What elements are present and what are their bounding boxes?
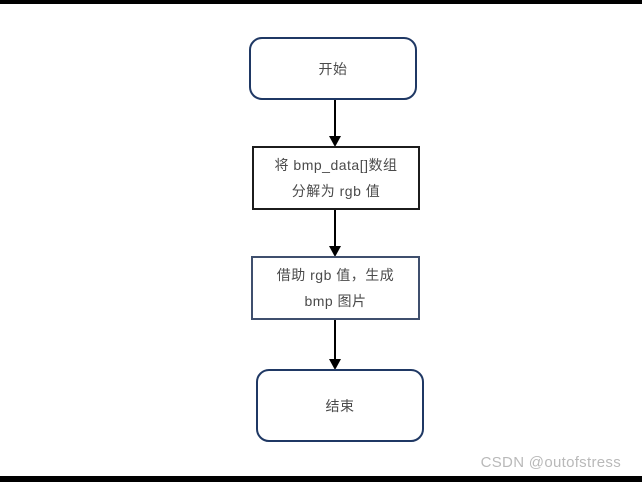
arrow-step2-to-end: [329, 320, 341, 370]
arrow-shaft: [334, 100, 336, 136]
node-decompose-line2: 分解为 rgb 值: [291, 183, 381, 199]
node-end-label: 结束: [325, 397, 355, 414]
node-generate-line2: bmp 图片: [304, 293, 367, 309]
node-decompose-line1: 将 bmp_data[]数组: [274, 157, 398, 173]
arrow-step1-to-step2: [329, 210, 341, 257]
top-border-bar: [0, 0, 642, 4]
node-start-label: 开始: [318, 60, 348, 77]
bottom-border-bar: [0, 476, 642, 482]
arrow-start-to-step1: [329, 100, 341, 147]
arrow-head-icon: [329, 359, 341, 370]
arrow-shaft: [334, 320, 336, 359]
node-generate-line1: 借助 rgb 值，生成: [276, 267, 395, 283]
flowchart-node-end: 结束: [256, 369, 424, 442]
flowchart-node-generate: 借助 rgb 值，生成 bmp 图片: [251, 256, 420, 320]
arrow-head-icon: [329, 246, 341, 257]
flowchart-node-decompose: 将 bmp_data[]数组 分解为 rgb 值: [252, 146, 420, 210]
arrow-shaft: [334, 210, 336, 246]
arrow-head-icon: [329, 136, 341, 147]
flowchart-node-start: 开始: [249, 37, 417, 100]
watermark: CSDN @outofstress: [480, 454, 621, 471]
